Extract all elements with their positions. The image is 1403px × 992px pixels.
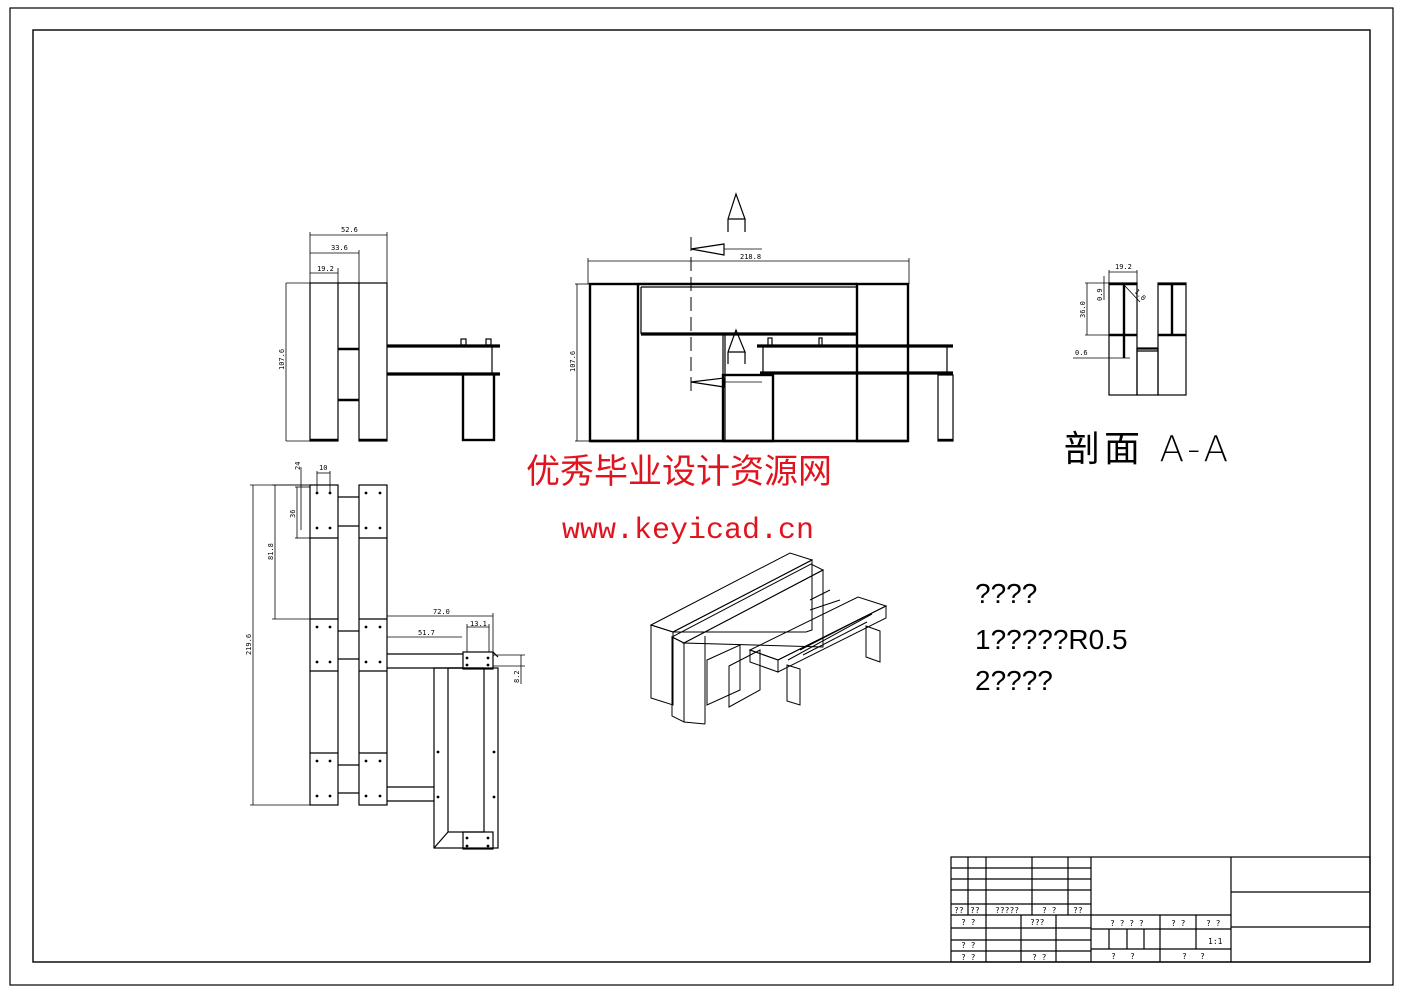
front-view: 218.8 107.6 — [569, 192, 954, 443]
bolt-hole-mark — [492, 750, 496, 754]
tb-mid-footer-2: ? — [1182, 952, 1187, 961]
dim-section-weld: 0.6 — [1075, 349, 1088, 357]
dim-plan-pitch-h: 10 — [319, 464, 327, 472]
isometric-view — [649, 552, 888, 725]
bolt-hole-mark — [315, 625, 319, 629]
bolt-hole-mark — [364, 625, 368, 629]
bolt-hole-mark — [486, 656, 490, 660]
outer-frame — [9, 7, 1394, 986]
dim-section-offset: 0.9 — [1096, 288, 1104, 301]
tb-row3-0: ? ? — [961, 941, 976, 950]
bolt-hole-mark — [315, 759, 319, 763]
dim-front-height: 107.6 — [569, 351, 577, 372]
bolt-hole-mark — [328, 759, 332, 763]
tb-header-3: ? ? — [1042, 906, 1057, 915]
bolt-hole-mark — [378, 794, 382, 798]
dim-plan-overall-length: 219.6 — [245, 634, 253, 655]
tb-scale: 1:1 — [1208, 937, 1223, 946]
dim-side-mid-width: 33.6 — [331, 244, 348, 252]
bolt-hole-mark — [378, 625, 382, 629]
title-block: ?? ?? ????? ? ? ?? ? ? ??? ? ? ? ? ? ? ?… — [950, 856, 1371, 963]
watermark-title: 优秀毕业设计资源网 — [526, 452, 832, 492]
section-a-a-label: 剖面 A-A — [1064, 429, 1233, 470]
bolt-hole-mark — [328, 660, 332, 664]
dim-plan-span: 81.8 — [267, 543, 275, 560]
bolt-hole-mark — [315, 794, 319, 798]
notes-line-1: 1?????R0.5 — [975, 624, 1128, 655]
tb-mid-header-1: ? ? — [1171, 919, 1186, 928]
dim-plan-arm-inner: 51.7 — [418, 629, 435, 637]
tb-row1-0: ? ? — [961, 918, 976, 927]
bolt-hole-mark — [315, 660, 319, 664]
bolt-hole-mark — [465, 844, 469, 848]
dim-front-overall-width: 218.8 — [740, 253, 761, 261]
bolt-hole-mark — [486, 663, 490, 667]
bolt-hole-mark — [378, 759, 382, 763]
tb-header-2: ????? — [995, 906, 1019, 915]
inner-frame — [32, 29, 1371, 963]
bolt-hole-mark — [364, 794, 368, 798]
bolt-hole-mark — [378, 660, 382, 664]
dim-side-post-width: 19.2 — [317, 265, 334, 273]
tb-row1-1: ??? — [1030, 918, 1045, 927]
bolt-hole-mark — [315, 526, 319, 530]
tb-row4-0: ? ? — [961, 953, 976, 962]
bolt-hole-mark — [328, 794, 332, 798]
tb-row4-1: ? ? — [1032, 953, 1047, 962]
tb-header-0: ?? — [954, 906, 964, 915]
technical-notes: ???? 1?????R0.5 2???? — [975, 578, 1128, 696]
side-view: 52.6 33.6 19.2 107.6 — [278, 226, 500, 442]
plan-view: 219.6 81.8 36 24 10 72.0 51.7 13.1 8.2 — [245, 462, 525, 850]
tb-mid-header-2: ? ? — [1206, 919, 1221, 928]
dim-plan-pitch-v: 36 — [289, 510, 297, 518]
bolt-hole-mark — [465, 656, 469, 660]
bolt-hole-mark — [364, 491, 368, 495]
dim-plan-edge: 24 — [294, 462, 302, 470]
bolt-hole-mark — [364, 759, 368, 763]
notes-heading: ???? — [975, 578, 1037, 609]
dim-section-depth: 36.0 — [1079, 301, 1087, 318]
bolt-holes — [315, 491, 496, 848]
bolt-hole-mark — [364, 660, 368, 664]
notes-line-2: 2???? — [975, 665, 1053, 696]
section-a-a-view: 19.2 36.0 0.9 1.0 0.6 — [1073, 263, 1187, 396]
bolt-hole-mark — [328, 526, 332, 530]
dim-side-overall-width: 52.6 — [341, 226, 358, 234]
bolt-hole-mark — [465, 663, 469, 667]
bolt-hole-mark — [436, 750, 440, 754]
bolt-hole-mark — [378, 491, 382, 495]
tb-mid-footer-1: ? — [1130, 952, 1135, 961]
tb-mid-footer-0: ? — [1111, 952, 1116, 961]
bolt-hole-mark — [364, 526, 368, 530]
dim-plan-pad-width: 13.1 — [470, 620, 487, 628]
tb-mid-footer-3: ? — [1200, 952, 1205, 961]
dim-side-height: 107.6 — [278, 349, 286, 370]
tb-mid-header-0: ? ? ? ? — [1110, 919, 1144, 928]
bolt-hole-mark — [492, 795, 496, 799]
bolt-hole-mark — [328, 625, 332, 629]
tb-header-4: ?? — [1073, 906, 1083, 915]
bolt-hole-mark — [486, 844, 490, 848]
dim-section-chamfer: 1.0 — [1133, 288, 1148, 303]
dim-plan-arm-length: 72.0 — [433, 608, 450, 616]
bolt-hole-mark — [378, 526, 382, 530]
tb-header-1: ?? — [970, 906, 980, 915]
dim-plan-pad-height: 8.2 — [513, 670, 521, 683]
bolt-hole-mark — [465, 836, 469, 840]
dim-section-width: 19.2 — [1115, 263, 1132, 271]
bolt-hole-mark — [436, 795, 440, 799]
bolt-hole-mark — [486, 836, 490, 840]
watermark-url: www.keyicad.cn — [562, 514, 815, 548]
